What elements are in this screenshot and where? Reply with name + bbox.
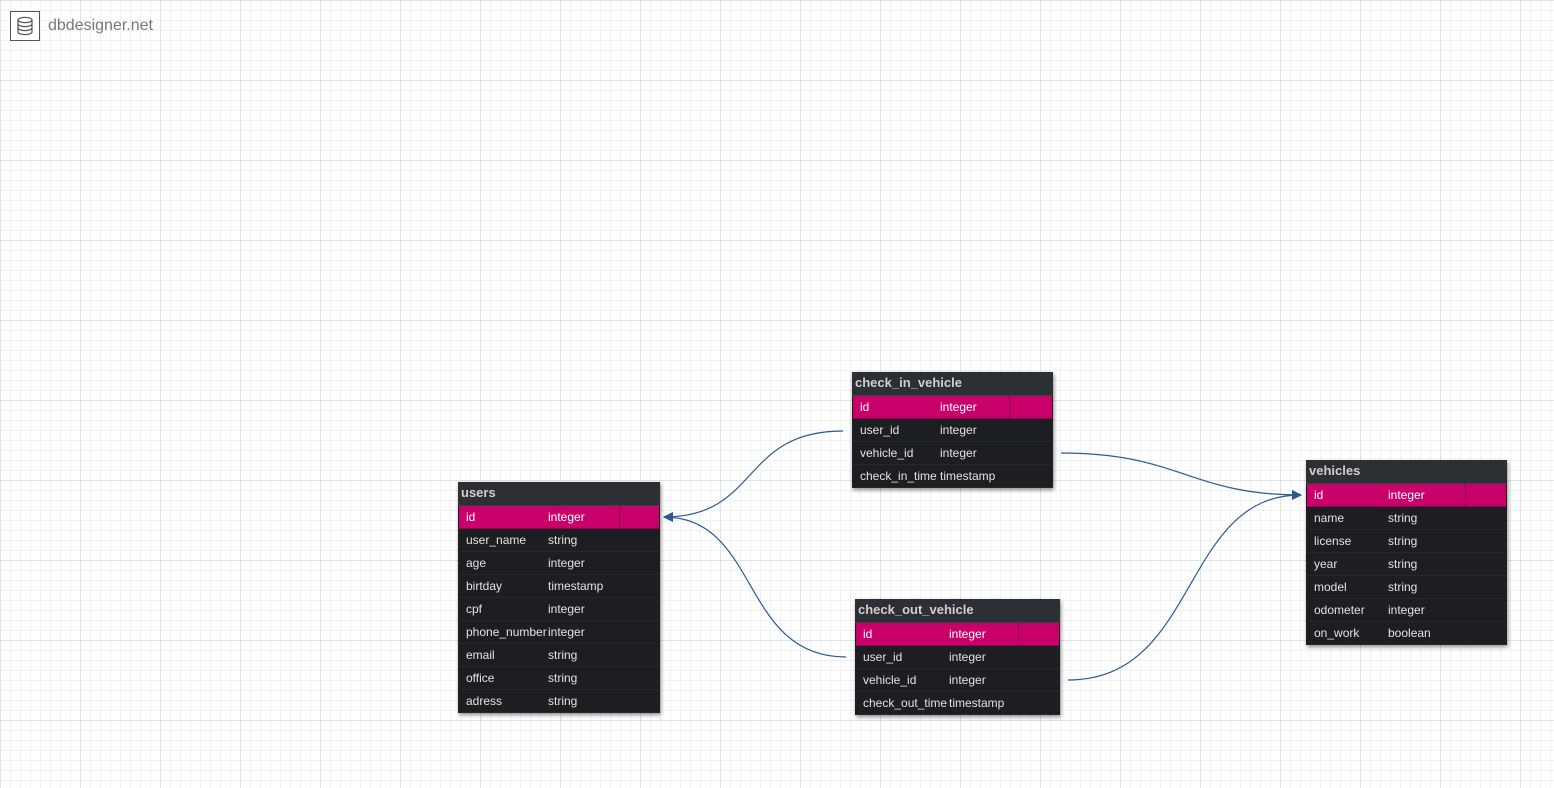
field-row[interactable]: on_work boolean bbox=[1307, 622, 1506, 645]
field-extra bbox=[1018, 623, 1059, 645]
field-type: integer bbox=[548, 510, 585, 524]
field-row[interactable]: vehicle_id integer bbox=[856, 669, 1059, 692]
database-icon bbox=[10, 11, 40, 41]
field-name: check_out_time bbox=[863, 696, 948, 710]
field-name: on_work bbox=[1314, 626, 1360, 640]
field-row[interactable]: license string bbox=[1307, 530, 1506, 553]
field-type: integer bbox=[1388, 603, 1425, 617]
field-name: model bbox=[1314, 580, 1347, 594]
field-extra bbox=[1465, 484, 1506, 506]
field-row-primary-key[interactable]: id integer bbox=[1307, 484, 1506, 507]
field-type: timestamp bbox=[548, 579, 604, 593]
field-type: string bbox=[1388, 534, 1418, 548]
field-name: odometer bbox=[1314, 603, 1365, 617]
field-type: string bbox=[1388, 580, 1418, 594]
field-row[interactable]: age integer bbox=[459, 552, 659, 575]
field-row[interactable]: user_id integer bbox=[853, 419, 1052, 442]
field-extra bbox=[1009, 396, 1052, 418]
field-row[interactable]: year string bbox=[1307, 553, 1506, 576]
field-type: integer bbox=[548, 625, 585, 639]
field-name: id bbox=[466, 510, 476, 524]
field-type: string bbox=[548, 671, 578, 685]
field-type: timestamp bbox=[949, 696, 1005, 710]
field-type: timestamp bbox=[940, 469, 996, 483]
field-row[interactable]: name string bbox=[1307, 507, 1506, 530]
field-name: id bbox=[1314, 488, 1324, 502]
field-name: user_id bbox=[860, 423, 900, 437]
field-row[interactable]: odometer integer bbox=[1307, 599, 1506, 622]
field-row-primary-key[interactable]: id integer bbox=[856, 623, 1059, 646]
field-type: integer bbox=[940, 423, 977, 437]
field-name: vehicle_id bbox=[863, 673, 917, 687]
field-name: user_name bbox=[466, 533, 527, 547]
field-row[interactable]: user_name string bbox=[459, 529, 659, 552]
field-type: integer bbox=[940, 446, 977, 460]
table-vehicles[interactable]: vehicles id integer name string license str… bbox=[1306, 460, 1507, 645]
brand-name: dbdesigner.net bbox=[48, 17, 153, 34]
link-checkout-vehicle-to-vehicles-id[interactable] bbox=[1067, 490, 1302, 681]
link-checkout-user-to-users-id[interactable] bbox=[663, 512, 847, 658]
table-title[interactable]: vehicles bbox=[1306, 460, 1507, 484]
field-type: integer bbox=[548, 602, 585, 616]
field-type: string bbox=[548, 533, 578, 547]
field-name: vehicle_id bbox=[860, 446, 914, 460]
field-type: string bbox=[1388, 511, 1418, 525]
link-checkin-user-to-users-id[interactable] bbox=[663, 430, 844, 522]
table-title[interactable]: check_out_vehicle bbox=[855, 599, 1060, 623]
table-title[interactable]: check_in_vehicle bbox=[852, 372, 1053, 396]
field-name: cpf bbox=[466, 602, 483, 616]
field-row[interactable]: vehicle_id integer bbox=[853, 442, 1052, 465]
field-row-primary-key[interactable]: id integer bbox=[459, 506, 659, 529]
field-type: string bbox=[548, 648, 578, 662]
field-row[interactable]: office string bbox=[459, 667, 659, 690]
field-name: age bbox=[466, 556, 487, 570]
field-type: integer bbox=[949, 627, 986, 641]
field-row[interactable]: cpf integer bbox=[459, 598, 659, 621]
field-name: office bbox=[466, 671, 495, 685]
field-name: check_in_time bbox=[860, 469, 937, 483]
field-name: birtday bbox=[466, 579, 503, 593]
field-type: string bbox=[1388, 557, 1418, 571]
field-name: id bbox=[863, 627, 873, 641]
field-name: license bbox=[1314, 534, 1352, 548]
field-type: integer bbox=[1388, 488, 1425, 502]
field-name: email bbox=[466, 648, 495, 662]
field-row[interactable]: email string bbox=[459, 644, 659, 667]
field-row[interactable]: model string bbox=[1307, 576, 1506, 599]
field-type: string bbox=[548, 694, 578, 708]
field-name: phone_number bbox=[466, 625, 547, 639]
field-row[interactable]: birtday timestamp bbox=[459, 575, 659, 598]
field-type: integer bbox=[548, 556, 585, 570]
field-name: adress bbox=[466, 694, 503, 708]
field-extra bbox=[619, 506, 659, 528]
field-name: name bbox=[1314, 511, 1345, 525]
field-name: id bbox=[860, 400, 870, 414]
field-type: integer bbox=[949, 673, 986, 687]
field-type: boolean bbox=[1388, 626, 1431, 640]
field-name: year bbox=[1314, 557, 1338, 571]
link-checkin-vehicle-to-vehicles-id[interactable] bbox=[1060, 452, 1302, 500]
field-row[interactable]: adress string bbox=[459, 690, 659, 713]
field-row[interactable]: user_id integer bbox=[856, 646, 1059, 669]
field-row-primary-key[interactable]: id integer bbox=[853, 396, 1052, 419]
table-title[interactable]: users bbox=[458, 482, 660, 506]
app-logo[interactable]: dbdesigner.net bbox=[10, 10, 153, 42]
field-name: user_id bbox=[863, 650, 903, 664]
field-type: integer bbox=[940, 400, 977, 414]
field-type: integer bbox=[949, 650, 986, 664]
